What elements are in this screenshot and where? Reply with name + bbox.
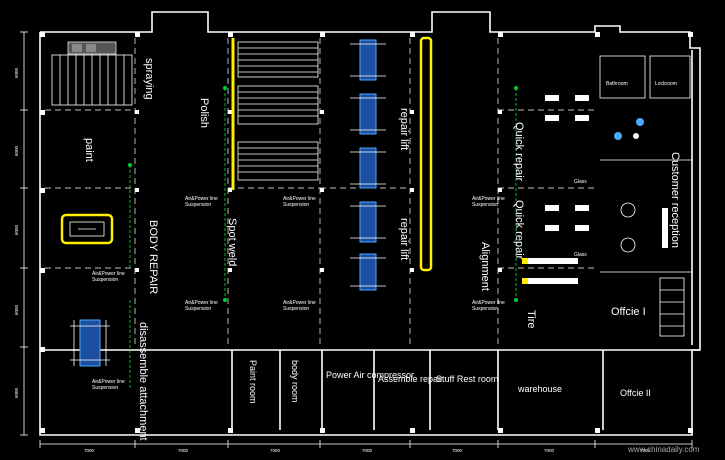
dim-h-6: 7000	[544, 448, 555, 453]
label-quick-repair-2: Quick repair	[513, 200, 525, 260]
label-lockroom: Lockroom	[655, 81, 677, 87]
dim-h-3: 7000	[270, 448, 281, 453]
bottom-room-walls	[231, 350, 604, 430]
label-paint: paint	[83, 138, 95, 162]
room-body-room: body room	[290, 360, 300, 403]
label-customer-reception: Customer reception	[669, 152, 681, 248]
power-air-text: Power Air compressor	[326, 370, 414, 380]
paint-lift	[60, 213, 114, 245]
label-glass-2: Glass	[574, 252, 587, 258]
label-tire: Tire	[525, 310, 537, 329]
dim-h-5: 7000	[452, 448, 463, 453]
suspension-label-7: Suspension	[472, 306, 498, 312]
air-power-label-4: Air&Power line	[283, 196, 316, 202]
room-paint-room: Paint room	[248, 360, 258, 404]
utility-lines	[128, 86, 518, 390]
watermark: www.chinadaily.com	[627, 445, 700, 454]
disassemble-lift	[70, 319, 110, 367]
label-polish: Polish	[198, 98, 210, 128]
suspension-label-1: Suspension	[92, 277, 118, 283]
room-office-2: Offcie II	[620, 388, 651, 398]
polish-stair-units	[237, 41, 319, 181]
air-power-label-5: Air&Power line	[283, 300, 316, 306]
dimension-labels-horizontal: 7000 7000 7000 7000 7000 7000 7000	[84, 448, 651, 453]
dim-v-3: 6000	[14, 224, 19, 235]
label-bathroom: Bathroom	[606, 81, 628, 87]
dim-h-4: 7000	[362, 448, 373, 453]
label-glass-1: Glass	[574, 179, 587, 185]
room-warehouse: warehouse	[517, 384, 562, 394]
suspension-label-4: Suspension	[283, 202, 309, 208]
air-power-label-7: Air&Power line	[472, 300, 505, 306]
dimension-labels-vertical: 6000 6000 6000 6000 6000	[14, 67, 19, 398]
dim-v-5: 6000	[14, 387, 19, 398]
suspension-label-3: Suspension	[185, 306, 211, 312]
dimension-lines	[20, 31, 693, 448]
dim-h-2: 7000	[178, 448, 189, 453]
label-body-repair: BODY REPAIR	[147, 220, 159, 294]
label-quick-repair-1: Quick repair	[513, 122, 525, 182]
air-power-label-8: Air&Power line	[92, 379, 125, 385]
quick-repair-fixtures	[522, 95, 589, 284]
conveyor-rail	[419, 36, 433, 272]
label-spraying: spraying	[143, 58, 155, 100]
utility-labels: Air&Power line Suspension Air&Power line…	[92, 196, 505, 391]
dim-v-1: 6000	[14, 67, 19, 78]
air-power-label-2: Air&Power line	[185, 196, 218, 202]
room-stuff-rest: Stuff Rest room	[436, 374, 498, 384]
column-markers	[40, 32, 693, 433]
suspension-label-2: Suspension	[185, 202, 211, 208]
dim-v-4: 6000	[14, 304, 19, 315]
label-spot-weld: Spot weld	[226, 218, 238, 266]
room-assemble-repair: Assemble repair	[378, 374, 443, 384]
air-power-label-3: Air&Power line	[185, 300, 218, 306]
suspension-label-5: Suspension	[283, 306, 309, 312]
air-power-label-6: Air&Power line	[472, 196, 505, 202]
suspension-label-6: Suspension	[472, 202, 498, 208]
label-disassemble: disassemble attachment	[137, 322, 149, 441]
air-power-label-1: Air&Power line	[92, 271, 125, 277]
label-repair-lift-2: repair lift	[398, 218, 410, 260]
dim-h-7: 7000	[640, 448, 651, 453]
repair-lift-vehicles	[350, 39, 386, 291]
label-alignment: Alignment	[479, 242, 491, 291]
label-repair-lift-1: repair lift	[398, 108, 410, 150]
room-power-air: Power Air compressor	[326, 370, 414, 380]
dim-v-2: 6000	[14, 145, 19, 156]
spraying-booth	[51, 41, 133, 106]
dim-h-1: 7000	[84, 448, 95, 453]
right-rooms	[599, 55, 692, 337]
outer-walls	[39, 11, 701, 436]
suspension-label-8: Suspension	[92, 385, 118, 391]
zone-dividers	[45, 38, 595, 345]
label-office-1: Offcie I	[611, 306, 646, 318]
